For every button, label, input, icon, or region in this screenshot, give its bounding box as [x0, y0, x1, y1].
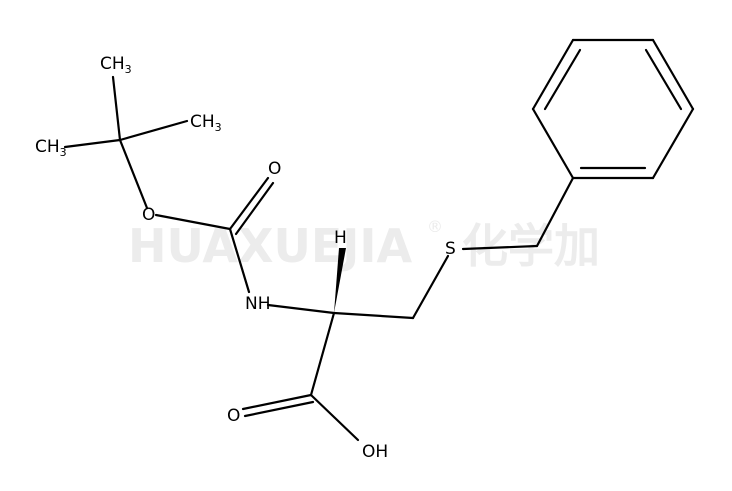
bond-ch2-ring	[535, 176, 575, 248]
label-ch3-right: CH3	[190, 112, 222, 134]
watermark-registered: ®	[427, 217, 443, 236]
bond-carbonyl-double-1	[228, 176, 270, 231]
stereo-wedge	[334, 248, 346, 313]
ring-inner-bond-b	[644, 48, 683, 111]
bond-acid-double-1	[241, 393, 313, 411]
label-nh: NH	[245, 294, 271, 314]
label-o-carbonyl: O	[268, 159, 281, 179]
bond-alphac-cooh	[309, 311, 336, 397]
bond-qc-o	[118, 138, 149, 210]
ring-inner-bond-a	[543, 48, 582, 111]
ring-bond-5	[651, 107, 695, 180]
label-o-acid: O	[227, 406, 240, 426]
bond-qc-ch3-left	[63, 138, 122, 149]
bond-cooh-oh	[309, 393, 360, 442]
ring-bond-1	[531, 107, 575, 180]
bond-carbonylc-n	[228, 227, 251, 294]
bond-alphac-ch2	[332, 311, 415, 320]
label-ch3-top: CH3	[100, 54, 132, 76]
label-h-stereo: H	[334, 228, 347, 248]
bond-s-ch2	[461, 244, 539, 251]
bond-ch2-s	[411, 254, 450, 320]
ring-bond-2	[531, 38, 575, 111]
watermark: HUAXUEJIA ® 化学加	[128, 217, 600, 273]
bond-qc-ch3-right	[118, 119, 189, 142]
atom-labels: CH3 CH3 CH3 O O NH H S O OH	[35, 54, 456, 462]
bond-n-alphac	[266, 303, 336, 315]
label-s: S	[445, 239, 456, 259]
benzene-ring	[531, 38, 695, 180]
ring-bond-4	[651, 38, 695, 111]
label-oh: OH	[362, 442, 388, 462]
bond-o-carbonylc	[154, 213, 232, 231]
label-ch3-left: CH3	[35, 137, 67, 159]
watermark-brand: HUAXUEJIA	[128, 219, 413, 273]
bond-carbonyl-double-2	[234, 181, 275, 236]
bond-acid-double-2	[243, 400, 315, 418]
label-o-ester: O	[142, 205, 155, 225]
bond-qc-ch3-top	[111, 75, 122, 142]
bonds	[63, 75, 575, 442]
